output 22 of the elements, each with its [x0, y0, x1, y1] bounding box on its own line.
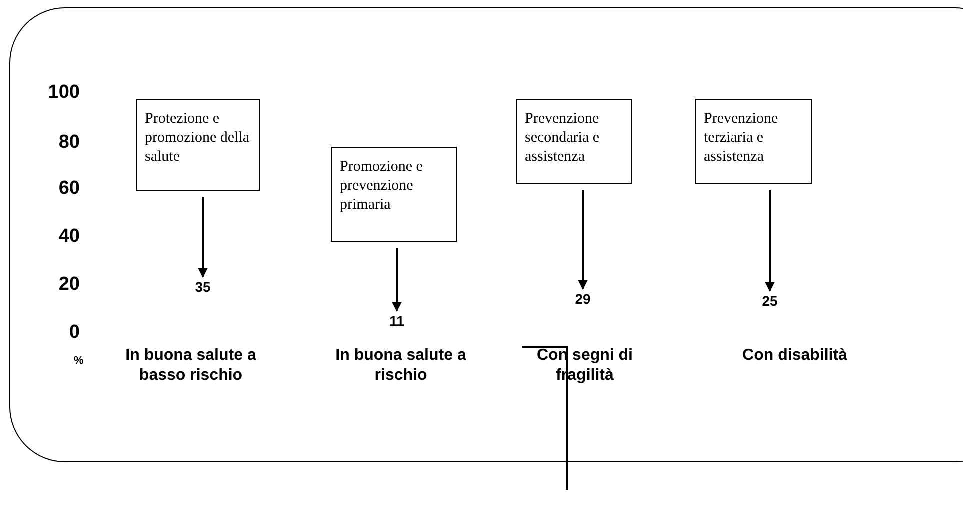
- arrow: [392, 248, 402, 312]
- axis-tick-label: 100: [47, 82, 80, 104]
- arrow: [198, 197, 208, 278]
- axis-tick-label: 40: [58, 226, 80, 248]
- category-label: In buona salute a rischio: [334, 346, 468, 386]
- axis-tick-label: 80: [58, 132, 80, 154]
- text-box: Prevenzione secondaria e assistenza: [516, 99, 632, 184]
- axis-tick-label: 0: [68, 322, 80, 344]
- value-label: 11: [382, 313, 412, 329]
- text-box: Protezione e promozione della salute: [136, 99, 260, 191]
- arrow: [578, 190, 588, 290]
- value-label: 29: [568, 291, 598, 307]
- axis-tick-label: 20: [58, 274, 80, 296]
- category-label: In buona salute a basso rischio: [124, 346, 258, 386]
- text-box: Promozione e prevenzione primaria: [331, 147, 457, 242]
- text-box: Prevenzione terziaria e assistenza: [695, 99, 812, 184]
- axis-unit-label: %: [74, 355, 84, 367]
- value-label: 35: [188, 279, 218, 295]
- category-label: Con disabilità: [742, 346, 848, 366]
- axis-tick-label: 60: [58, 178, 80, 200]
- arrow: [765, 190, 775, 292]
- value-label: 25: [755, 293, 785, 309]
